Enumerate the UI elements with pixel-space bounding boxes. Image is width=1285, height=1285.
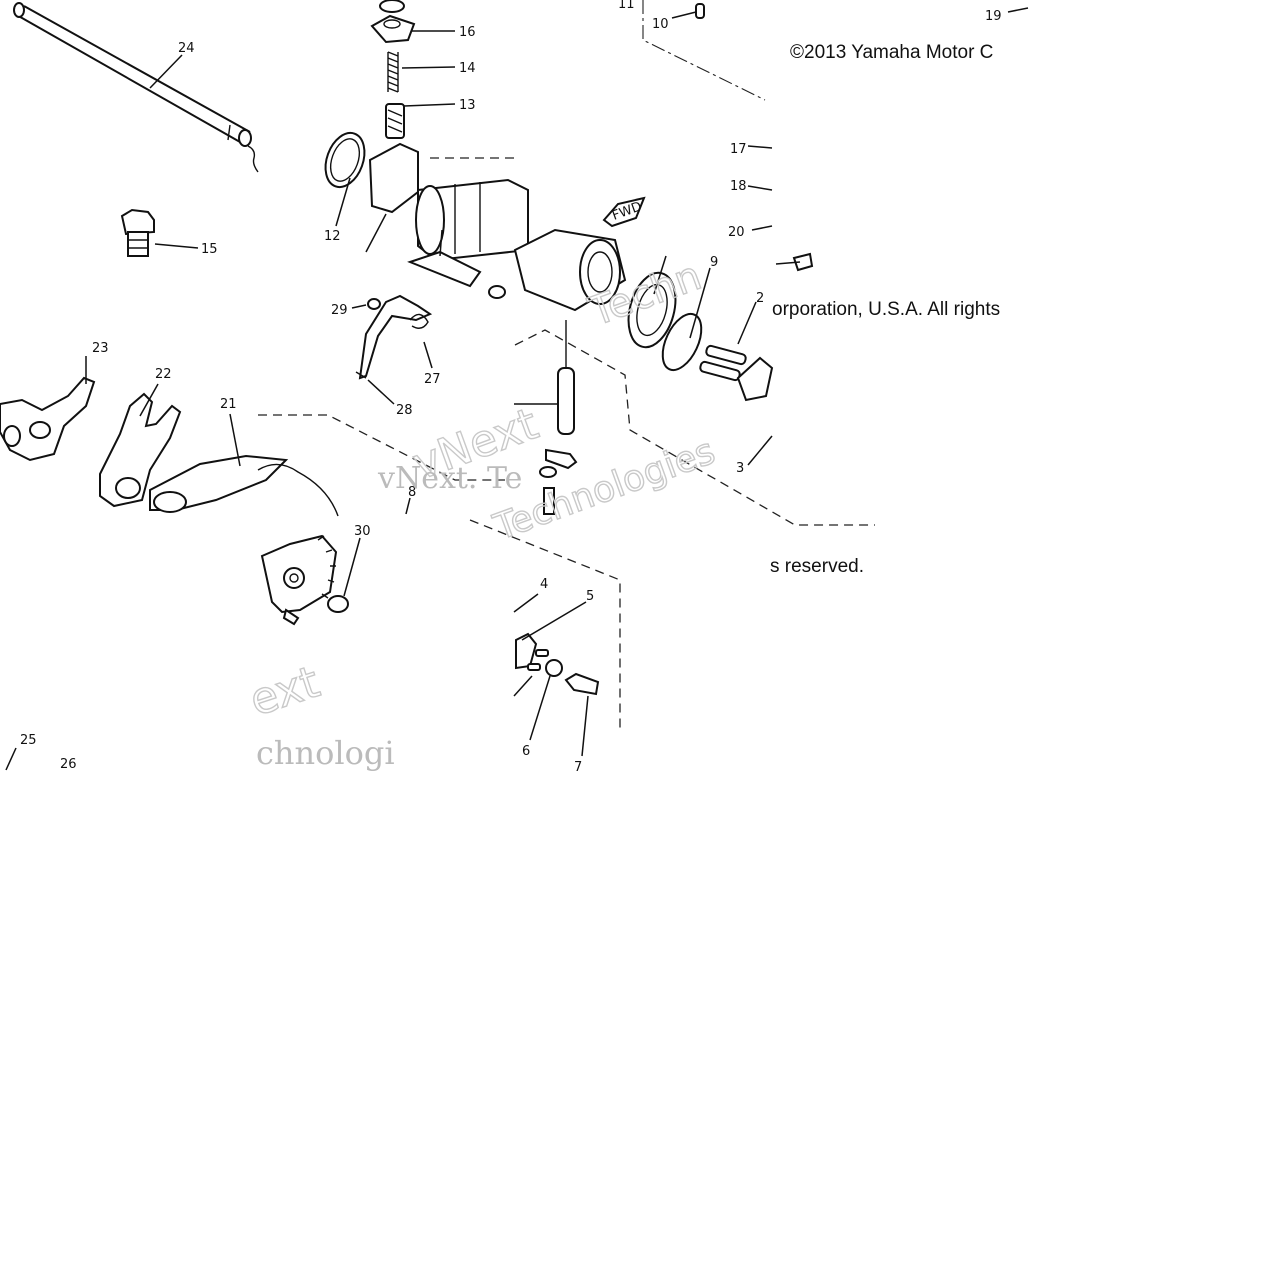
callout-5: 5 (586, 589, 594, 604)
callout-22: 22 (155, 367, 172, 382)
small-pin (695, 3, 705, 19)
callout-19: 19 (985, 9, 1002, 24)
callout-18: 18 (730, 179, 747, 194)
detent-assembly (370, 0, 416, 139)
leader-lines (5, 7, 1029, 771)
callout-16: 16 (459, 25, 476, 40)
callout-3: 3 (736, 461, 744, 476)
callout-9: 9 (710, 255, 718, 270)
callout-13: 13 (459, 98, 476, 113)
shift-forks (0, 376, 339, 517)
callout-27: 27 (424, 372, 441, 387)
copyright-line-3: s reserved. (770, 556, 864, 577)
callout-12: 12 (324, 229, 341, 244)
watermark-vnext-line: vNext. Te (377, 461, 522, 496)
callout-17: 17 (730, 142, 747, 157)
callout-2: 2 (756, 291, 764, 306)
callout-21: 21 (220, 397, 237, 412)
callout-6: 6 (522, 744, 530, 759)
copyright-line-2: orporation, U.S.A. All rights (772, 299, 1000, 320)
callout-10: 10 (652, 17, 669, 32)
callout-labels: 16 14 13 15 24 12 29 27 28 23 22 21 30 8… (20, 0, 1002, 775)
shift-shaft (13, 2, 259, 173)
bolt-cluster (515, 632, 600, 696)
callout-15: 15 (201, 242, 218, 257)
callout-28: 28 (396, 403, 413, 418)
segment-gear (260, 534, 349, 626)
guide-pin (539, 320, 578, 515)
callout-4: 4 (540, 577, 548, 592)
bolt (120, 208, 155, 257)
stopper-lever (355, 294, 433, 380)
callout-30: 30 (354, 524, 371, 539)
circlip (324, 131, 366, 189)
shift-drum (368, 142, 703, 372)
callout-29: 29 (331, 303, 348, 318)
pin-cluster (699, 252, 814, 402)
watermark-chnologi: chnologi (256, 734, 395, 772)
callout-7: 7 (574, 760, 582, 775)
copyright-notice: ©2013 Yamaha Motor C orporation, U.S.A. … (770, 42, 1000, 577)
callout-24: 24 (178, 41, 195, 56)
callout-8: 8 (408, 485, 416, 500)
callout-25: 25 (20, 733, 37, 748)
callout-11: 11 (618, 0, 635, 12)
copyright-line-1: ©2013 Yamaha Motor C (790, 42, 993, 63)
callout-23: 23 (92, 341, 109, 356)
callout-14: 14 (459, 61, 476, 76)
callout-26: 26 (60, 757, 77, 772)
callout-20: 20 (728, 225, 745, 240)
